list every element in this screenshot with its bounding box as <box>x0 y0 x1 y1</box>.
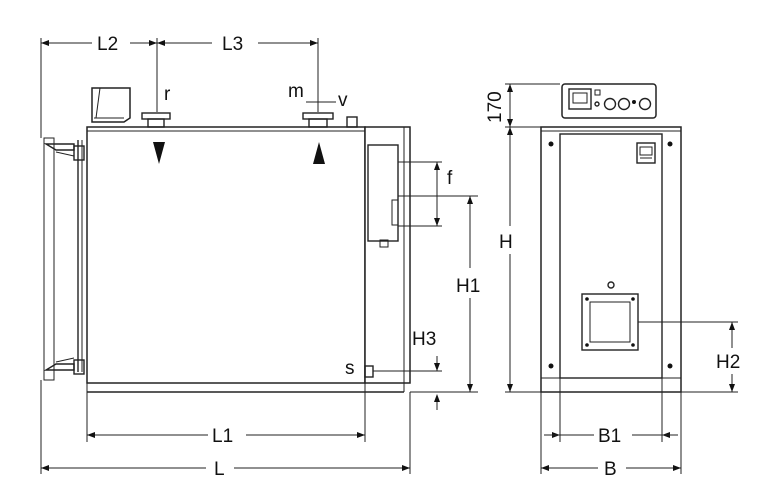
side-dimensions: L2 L3 r m v f H1 H3 s <box>40 34 480 480</box>
control-knob-4 <box>632 100 636 104</box>
front-dimensions: 170 H H2 B1 B <box>485 83 740 480</box>
label-r: r <box>164 84 171 105</box>
control-knob-1 <box>594 101 600 107</box>
control-display <box>568 88 592 110</box>
screw-icon <box>667 363 673 369</box>
front-view <box>540 83 682 393</box>
label-B: B <box>604 459 617 480</box>
control-knob-3 <box>617 97 631 111</box>
label-170: 170 <box>485 91 506 123</box>
side-view <box>43 87 411 393</box>
supply-connection <box>302 112 334 120</box>
small-fitting <box>346 116 358 128</box>
label-L1: L1 <box>212 426 233 447</box>
label-B1: B1 <box>598 426 621 447</box>
label-L: L <box>214 459 225 480</box>
burner-block <box>91 87 131 123</box>
screw-icon <box>667 141 673 147</box>
peephole <box>607 281 615 289</box>
return-connection <box>141 112 171 120</box>
control-knob-5 <box>638 97 652 111</box>
screw-icon <box>548 363 554 369</box>
label-s: s <box>345 358 355 379</box>
label-f: f <box>447 168 453 189</box>
front-switch-box <box>636 142 656 164</box>
label-H: H <box>499 232 513 253</box>
flow-down-icon <box>153 142 165 164</box>
screw-icon <box>548 141 554 147</box>
side-left-flange <box>43 137 55 381</box>
label-L3: L3 <box>222 34 243 55</box>
label-L2: L2 <box>97 34 118 55</box>
side-control-foot <box>379 239 389 248</box>
flow-up-icon <box>313 142 325 164</box>
side-control-knob <box>391 199 399 226</box>
label-H2: H2 <box>716 352 740 373</box>
side-casing <box>364 126 411 384</box>
label-m: m <box>288 81 304 102</box>
side-control-box <box>367 144 399 242</box>
boiler-body <box>86 126 366 384</box>
label-H1: H1 <box>456 276 480 297</box>
top-hinge <box>43 143 85 161</box>
bottom-hinge <box>43 357 85 375</box>
front-body <box>540 126 682 393</box>
label-H3: H3 <box>412 329 436 350</box>
control-knob-2 <box>603 97 617 111</box>
label-v: v <box>338 90 348 111</box>
